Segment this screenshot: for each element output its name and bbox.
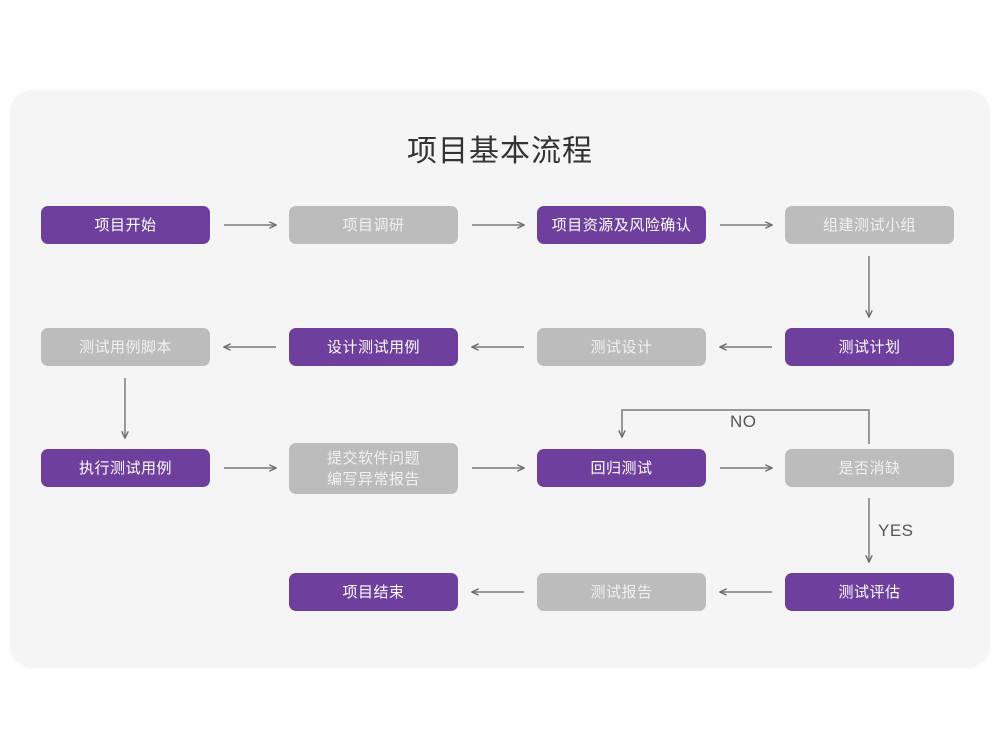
node-project-start[interactable]: 项目开始 (41, 206, 210, 244)
page-title: 项目基本流程 (407, 135, 593, 168)
node-test-case-script[interactable]: 测试用例脚本 (41, 328, 210, 366)
node-build-test-team[interactable]: 组建测试小组 (785, 206, 954, 244)
node-defect-cleared[interactable]: 是否消缺 (785, 449, 954, 487)
node-resource-risk[interactable]: 项目资源及风险确认 (537, 206, 706, 244)
node-project-end[interactable]: 项目结束 (289, 573, 458, 611)
node-test-report[interactable]: 测试报告 (537, 573, 706, 611)
node-regression-test[interactable]: 回归测试 (537, 449, 706, 487)
node-test-plan[interactable]: 测试计划 (785, 328, 954, 366)
edge-label-no: NO (730, 412, 757, 431)
node-project-research[interactable]: 项目调研 (289, 206, 458, 244)
flowchart-panel (10, 90, 990, 668)
edge-label-yes: YES (878, 521, 914, 540)
node-test-evaluation[interactable]: 测试评估 (785, 573, 954, 611)
node-test-design[interactable]: 测试设计 (537, 328, 706, 366)
node-design-test-case[interactable]: 设计测试用例 (289, 328, 458, 366)
node-submit-bug-report[interactable]: 提交软件问题 编写异常报告 (289, 443, 458, 494)
node-execute-test-case[interactable]: 执行测试用例 (41, 449, 210, 487)
